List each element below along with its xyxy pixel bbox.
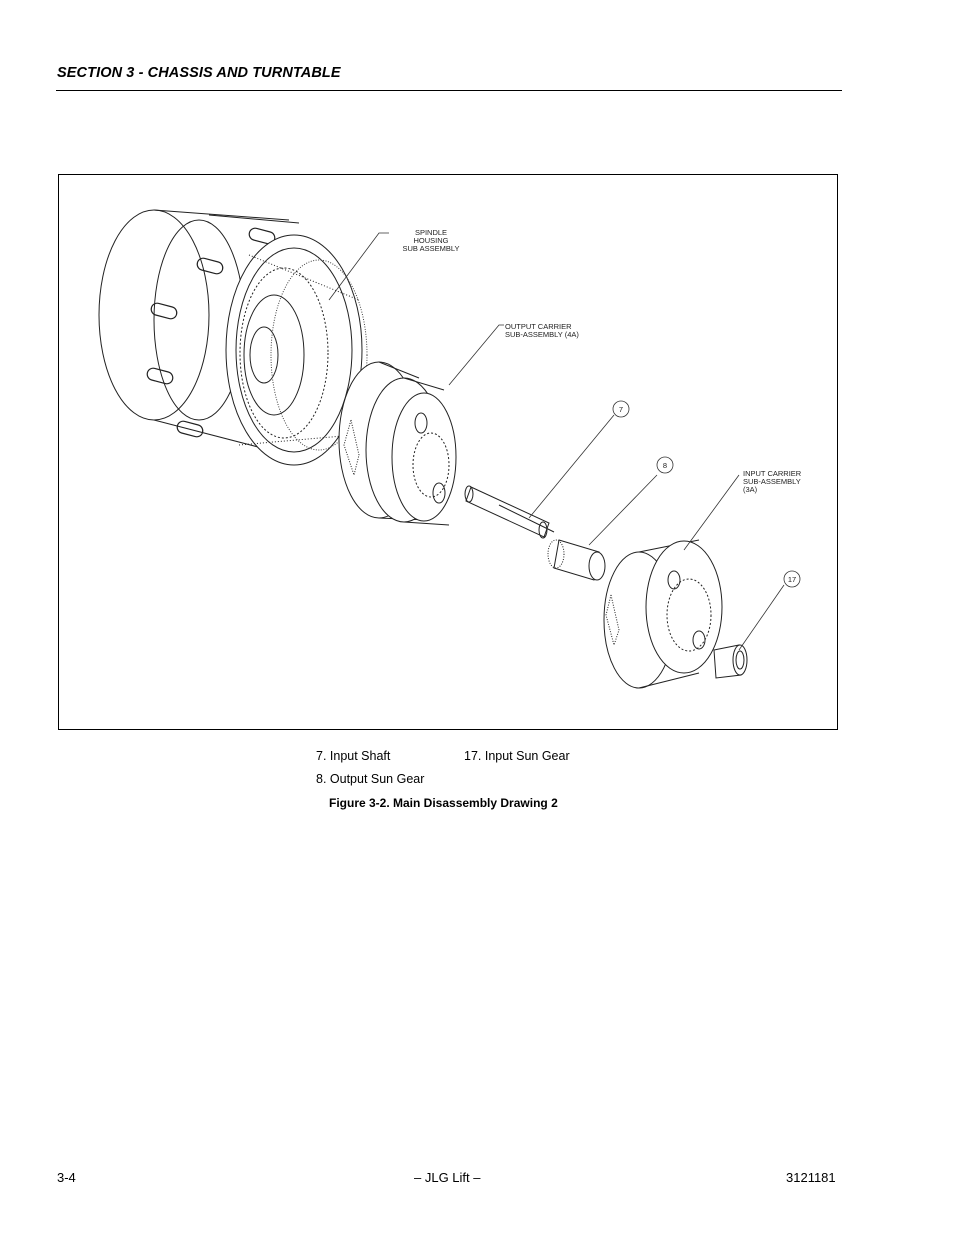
- figure-caption: Figure 3-2. Main Disassembly Drawing 2: [329, 796, 558, 810]
- output-sun-gear: [547, 539, 606, 581]
- legend-item-input-sun-gear: 17. Input Sun Gear: [464, 749, 570, 763]
- input-carrier-label-1: INPUT CARRIER: [743, 469, 802, 478]
- section-header: SECTION 3 - CHASSIS AND TURNTABLE: [57, 65, 341, 81]
- legend-item-input-shaft: 7. Input Shaft: [316, 749, 391, 763]
- footer-publisher: – JLG Lift –: [414, 1170, 481, 1185]
- callout-number-8: 8: [663, 461, 667, 470]
- callout-labels: SPINDLE HOUSING SUB ASSEMBLY OUTPUT CARR…: [403, 228, 802, 584]
- output-carrier-label-1: OUTPUT CARRIER: [505, 322, 572, 331]
- header-rule: [56, 90, 842, 91]
- input-sun-gear: [713, 644, 748, 679]
- input-carrier-label-3: (3A): [743, 485, 758, 494]
- spindle-label-3: SUB ASSEMBLY: [403, 244, 460, 253]
- spindle-label-2: HOUSING: [413, 236, 448, 245]
- leader-lines: [328, 232, 785, 651]
- input-shaft: [464, 485, 555, 539]
- document-number: 3121181: [786, 1170, 836, 1185]
- figure-frame: SPINDLE HOUSING SUB ASSEMBLY OUTPUT CARR…: [58, 174, 838, 730]
- callout-number-7: 7: [619, 405, 623, 414]
- input-carrier: [603, 539, 723, 689]
- spindle-housing: [98, 209, 368, 466]
- spindle-label-1: SPINDLE: [415, 228, 447, 237]
- page-number: 3-4: [57, 1170, 76, 1185]
- disassembly-drawing: SPINDLE HOUSING SUB ASSEMBLY OUTPUT CARR…: [98, 209, 802, 689]
- output-carrier: [338, 361, 457, 526]
- legend-item-output-sun-gear: 8. Output Sun Gear: [316, 772, 425, 786]
- output-carrier-label-2: SUB-ASSEMBLY (4A): [505, 330, 579, 339]
- callout-number-17: 17: [788, 575, 796, 584]
- input-carrier-label-2: SUB-ASSEMBLY: [743, 477, 801, 486]
